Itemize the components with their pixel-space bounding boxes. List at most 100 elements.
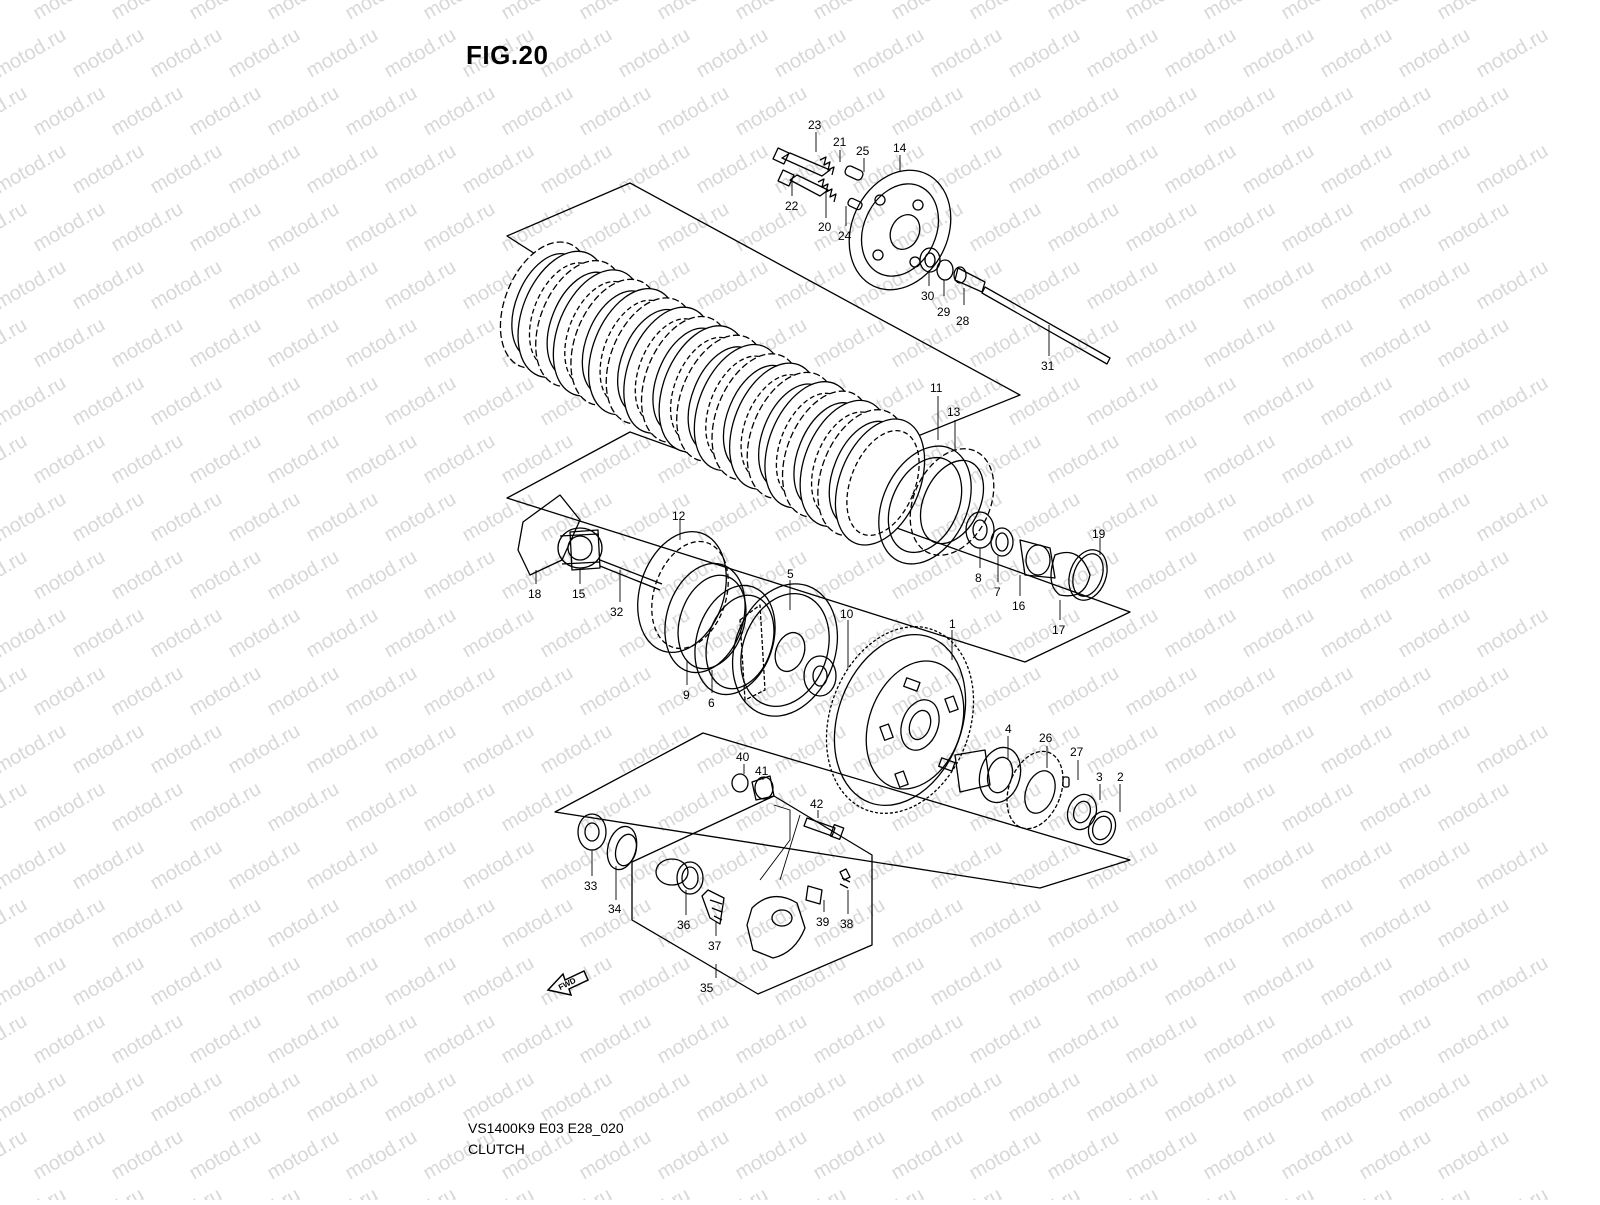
watermark-text: motod.ru <box>1161 836 1240 895</box>
callout-7[interactable]: 7 <box>994 585 1001 599</box>
watermark-text: motod.ru <box>1044 82 1123 141</box>
watermark-text: motod.ru <box>927 1068 1006 1127</box>
callout-1[interactable]: 1 <box>949 617 956 631</box>
watermark-text: motod.ru <box>1200 1010 1279 1069</box>
watermark-text: motod.ru <box>1434 894 1513 953</box>
callout-19[interactable]: 19 <box>1092 527 1106 541</box>
watermark-text: motod.ru <box>0 662 31 721</box>
callout-29[interactable]: 29 <box>937 305 951 319</box>
watermark-text: motod.ru <box>420 0 499 24</box>
watermark-text: motod.ru <box>420 430 499 489</box>
callout-32[interactable]: 32 <box>610 605 624 619</box>
watermark-text: motod.ru <box>186 0 265 24</box>
watermark-text: motod.ru <box>537 720 616 779</box>
watermark-text: motod.ru <box>1122 1126 1201 1185</box>
watermark-text: motod.ru <box>888 894 967 953</box>
callout-26[interactable]: 26 <box>1039 731 1053 745</box>
callout-23[interactable]: 23 <box>808 118 822 132</box>
callout-38[interactable]: 38 <box>840 917 854 931</box>
watermark-text: motod.ru <box>303 720 382 779</box>
watermark-text: motod.ru <box>147 24 226 83</box>
callout-2[interactable]: 2 <box>1117 770 1124 784</box>
watermark-text: motod.ru <box>303 488 382 547</box>
callout-18[interactable]: 18 <box>528 587 542 601</box>
watermark-text: motod.ru <box>0 256 70 315</box>
callout-14[interactable]: 14 <box>893 141 907 155</box>
callout-28[interactable]: 28 <box>956 314 970 328</box>
callout-21[interactable]: 21 <box>833 135 847 149</box>
watermark-text: motod.ru <box>849 1068 928 1127</box>
watermark-text: motod.ru <box>420 778 499 837</box>
watermark-text: motod.ru <box>381 488 460 547</box>
watermark-text: motod.ru <box>0 778 31 837</box>
callout-34[interactable]: 34 <box>608 902 622 916</box>
callout-15[interactable]: 15 <box>572 587 586 601</box>
watermark-text: motod.ru <box>498 662 577 721</box>
callout-31[interactable]: 31 <box>1041 359 1055 373</box>
watermark-text: motod.ru <box>381 952 460 1011</box>
callout-17[interactable]: 17 <box>1052 623 1066 637</box>
watermark-text: motod.ru <box>1473 720 1552 779</box>
watermark-text: motod.ru <box>225 488 304 547</box>
dowel-and-bolt <box>731 773 845 840</box>
watermark-text: motod.ru <box>1356 198 1435 257</box>
watermark-text: motod.ru <box>1473 256 1552 315</box>
watermark-text: motod.ru <box>1200 662 1279 721</box>
watermark-text: motod.ru <box>342 430 421 489</box>
push-rod <box>981 286 1111 365</box>
watermark-text: motod.ru <box>732 0 811 24</box>
callout-40[interactable]: 40 <box>736 750 750 764</box>
callout-20[interactable]: 20 <box>818 220 832 234</box>
watermark-text: motod.ru <box>810 82 889 141</box>
callout-12[interactable]: 12 <box>672 509 686 523</box>
watermark-text: motod.ru <box>966 0 1045 24</box>
watermark-text: motod.ru <box>0 952 70 1011</box>
callout-5[interactable]: 5 <box>787 567 794 581</box>
watermark-text: motod.ru <box>1122 662 1201 721</box>
watermark-text: motod.ru <box>69 604 148 663</box>
callout-36[interactable]: 36 <box>677 918 691 932</box>
callout-30[interactable]: 30 <box>921 289 935 303</box>
callout-39[interactable]: 39 <box>816 915 830 929</box>
watermark-text: motod.ru <box>693 256 772 315</box>
callout-35[interactable]: 35 <box>700 981 714 995</box>
callout-10[interactable]: 10 <box>840 607 854 621</box>
watermark-text: motod.ru <box>1317 952 1396 1011</box>
watermark-text: motod.ru <box>420 894 499 953</box>
watermark-text: motod.ru <box>1473 488 1552 547</box>
watermark-text: motod.ru <box>1434 430 1513 489</box>
callout-42[interactable]: 42 <box>810 797 824 811</box>
callout-22[interactable]: 22 <box>785 199 799 213</box>
callout-37[interactable]: 37 <box>708 939 722 953</box>
callout-24[interactable]: 24 <box>838 229 852 243</box>
callout-4[interactable]: 4 <box>1005 722 1012 736</box>
plate-13-ring-11 <box>878 445 995 565</box>
watermark-text: motod.ru <box>381 24 460 83</box>
watermark-text: motod.ru <box>693 140 772 199</box>
callout-13[interactable]: 13 <box>947 405 961 419</box>
watermark-text: motod.ru <box>303 836 382 895</box>
watermark-text: motod.ru <box>0 1010 31 1069</box>
callout-3[interactable]: 3 <box>1096 770 1103 784</box>
watermark-text: motod.ru <box>498 82 577 141</box>
watermark-text: motod.ru <box>537 140 616 199</box>
callout-41[interactable]: 41 <box>755 764 769 778</box>
callout-33[interactable]: 33 <box>584 879 598 893</box>
watermark-text: motod.ru <box>771 1184 850 1200</box>
watermark-text: motod.ru <box>1278 1126 1357 1185</box>
watermark-text: motod.ru <box>576 198 655 257</box>
callouts: 23 21 25 14 22 20 24 30 29 28 31 11 13 1… <box>528 118 1124 995</box>
watermark-text: motod.ru <box>1005 1068 1084 1127</box>
callout-8[interactable]: 8 <box>975 571 982 585</box>
callout-11[interactable]: 11 <box>930 381 943 395</box>
section-name: CLUTCH <box>468 1141 525 1157</box>
watermark-text: motod.ru <box>147 372 226 431</box>
callout-25[interactable]: 25 <box>856 144 870 158</box>
release-actuator-parts <box>655 858 851 959</box>
watermark-text: motod.ru <box>1395 1068 1474 1127</box>
callout-9[interactable]: 9 <box>683 688 690 702</box>
watermark-text: motod.ru <box>498 1010 577 1069</box>
callout-27[interactable]: 27 <box>1070 745 1084 759</box>
callout-6[interactable]: 6 <box>708 696 715 710</box>
callout-16[interactable]: 16 <box>1012 599 1026 613</box>
